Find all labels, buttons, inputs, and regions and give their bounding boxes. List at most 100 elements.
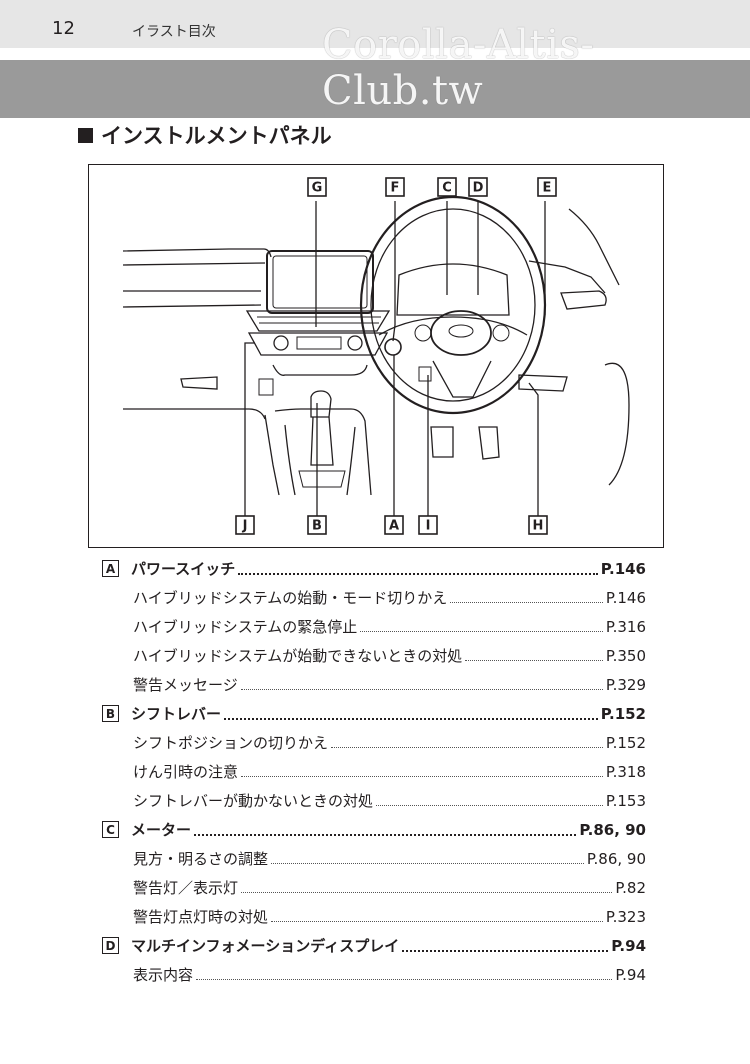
toc-page-ref: P.146: [605, 588, 646, 607]
brake-pedal: [430, 426, 454, 458]
center-display-screen: [272, 255, 368, 309]
toc-leader-dots: [402, 949, 609, 952]
steering-wheel-inner-rim: [370, 208, 536, 402]
instrument-panel-illustration: G F C D E J B A: [88, 164, 664, 548]
toc-leader-dots: [240, 689, 603, 690]
toc-leader-dots: [360, 631, 603, 632]
toc-leader-dots: [196, 979, 613, 980]
toc-subentry[interactable]: 表示内容 P.94: [102, 960, 646, 989]
toc-page-ref: P.94: [615, 965, 646, 984]
toc-badge: A: [102, 560, 119, 577]
callout-h: H: [528, 515, 548, 535]
toc-page-ref: P.153: [605, 791, 646, 810]
toc-leader-dots: [224, 717, 598, 720]
console-top: [272, 364, 368, 376]
header-light-band: [0, 0, 750, 48]
section-title: インストルメントパネル: [78, 120, 332, 150]
left-climate-knob: [273, 335, 289, 351]
toc-page-ref: P.94: [611, 936, 646, 955]
callout-label: I: [426, 519, 431, 534]
toc-leader-dots: [238, 572, 598, 575]
callout-label: D: [473, 181, 484, 196]
toc-page-ref: P.329: [605, 675, 646, 694]
toc-label: 警告メッセージ: [133, 676, 238, 694]
chapter-title: イラスト目次: [132, 24, 216, 40]
left-vent: [180, 376, 218, 390]
right-wheel-switch: [492, 324, 510, 342]
steering-wheel-rim: [359, 195, 547, 415]
door-panel: [604, 362, 630, 486]
wheel-lower-spoke: [432, 360, 492, 398]
center-display-frame: [266, 250, 374, 314]
callout-label: H: [533, 519, 544, 534]
toc-badge: D: [102, 937, 119, 954]
toc-label: シフトレバー: [131, 705, 222, 723]
toc-label: 警告灯点灯時の対処: [133, 908, 269, 926]
callout-c: C: [437, 177, 457, 197]
shift-knob: [310, 390, 332, 418]
toc-label: パワースイッチ: [131, 560, 236, 578]
toc-leader-dots: [271, 921, 603, 922]
toc-label: シフトレバーが動かないときの対処: [133, 792, 374, 810]
toc-page-ref: P.86, 90: [586, 849, 646, 868]
section-square-icon: [78, 127, 93, 143]
dash-top-left: [122, 248, 272, 258]
toc-entry[interactable]: A パワースイッチ P.146: [102, 554, 646, 583]
toc-page-ref: P.146: [600, 559, 646, 578]
console-bezel: [274, 408, 372, 496]
lever-switch: [418, 366, 432, 382]
climate-buttons: [296, 336, 342, 350]
leader-f: [392, 201, 396, 342]
toc-page-ref: P.86, 90: [579, 820, 646, 839]
shift-base: [298, 470, 346, 488]
toc-subentry[interactable]: 警告メッセージ P.329: [102, 670, 646, 699]
toc-badge: B: [102, 705, 119, 722]
instrument-panel-drawing: G F C D E J B A: [122, 177, 630, 535]
toc-label: 警告灯／表示灯: [133, 879, 239, 897]
right-dash-top: [528, 260, 606, 294]
page-number: 12: [52, 18, 75, 39]
callout-g: G: [307, 177, 327, 197]
climate-panel: [247, 332, 389, 356]
right-climate-knob: [347, 335, 363, 351]
steering-logo: [448, 324, 474, 338]
toc-entry[interactable]: B シフトレバー P.152: [102, 699, 646, 728]
toc-leader-dots: [450, 602, 603, 603]
toc-page-ref: P.152: [600, 704, 646, 723]
wheel-spokes: [378, 316, 528, 336]
callout-label: A: [389, 519, 399, 534]
toc-label: シフトポジションの切りかえ: [133, 734, 329, 752]
toc-label: 表示内容: [133, 966, 194, 984]
toc-label: けん引時の注意: [133, 763, 239, 781]
meter-hood: [396, 263, 510, 316]
left-switch: [258, 378, 274, 396]
toc-subentry[interactable]: 見方・明るさの調整 P.86, 90: [102, 844, 646, 873]
toc-leader-dots: [241, 776, 603, 777]
toc-leader-dots: [331, 747, 603, 748]
callout-label: B: [312, 519, 322, 534]
leader-j: [244, 342, 255, 517]
toc-badge: C: [102, 821, 119, 838]
toc-label: 見方・明るさの調整: [133, 850, 269, 868]
callout-label: G: [312, 181, 323, 196]
toc-subentry[interactable]: シフトレバーが動かないときの対処 P.153: [102, 786, 646, 815]
shift-boot: [310, 416, 334, 466]
callout-label: C: [442, 181, 452, 196]
callout-j: J: [235, 515, 255, 535]
lower-switch-panel: [518, 374, 568, 392]
toc-leader-dots: [271, 863, 584, 864]
toc-leader-dots: [194, 833, 577, 836]
dash-line-3: [122, 304, 262, 308]
toc-leader-dots: [465, 660, 603, 661]
watermark: Corolla-Altis-Club.tw: [322, 22, 595, 114]
